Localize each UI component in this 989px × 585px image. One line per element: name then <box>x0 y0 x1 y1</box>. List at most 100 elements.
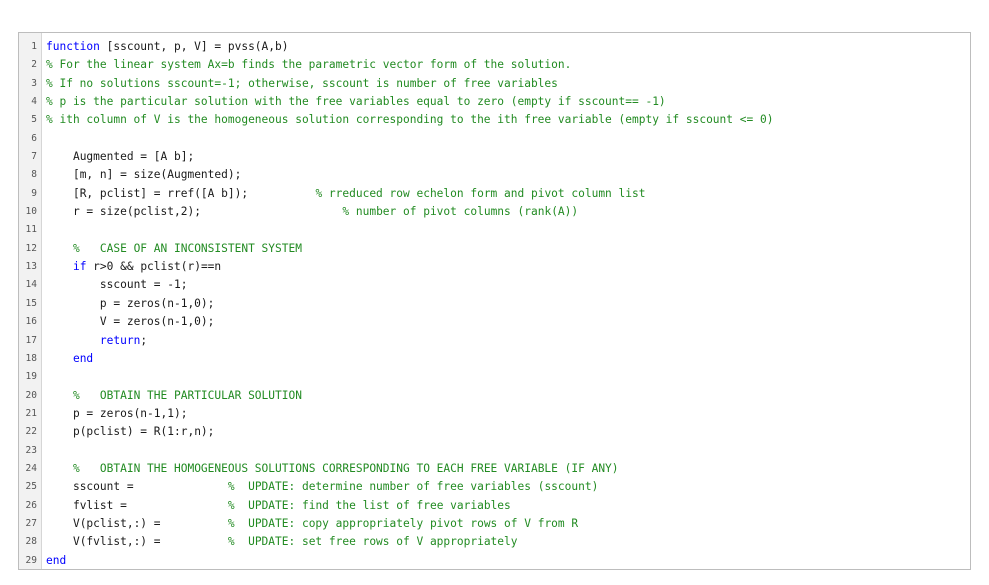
code-statement: [m, n] = size(Augmented); <box>72 168 242 182</box>
code-text: % If no solutions sscount=-1; otherwise,… <box>46 75 558 93</box>
line-number: 10 <box>25 206 37 218</box>
code-text: % ith column of V is the homogeneous sol… <box>46 111 773 129</box>
line-number: 14 <box>25 279 37 291</box>
line-number: 18 <box>25 352 37 364</box>
code-comment: % UPDATE: set free rows of V appropriate… <box>227 535 518 549</box>
code-line[interactable]: 16 V = zeros(n-1,0); <box>19 313 970 331</box>
line-number: 16 <box>25 316 37 328</box>
code-gap <box>127 499 228 512</box>
line-number: 26 <box>25 499 37 511</box>
code-line[interactable]: 15 p = zeros(n-1,0); <box>19 295 970 313</box>
code-indent <box>46 535 73 548</box>
code-gap <box>201 205 342 218</box>
code-line[interactable]: 28 V(fvlist,:) = % UPDATE: set free rows… <box>19 533 970 551</box>
code-statement: sscount = <box>72 480 134 494</box>
code-text: fvlist = % UPDATE: find the list of free… <box>46 497 511 515</box>
code-indent <box>46 499 73 512</box>
code-text: return; <box>46 332 147 350</box>
line-number: 28 <box>25 536 37 548</box>
code-statement: p = zeros(n-1,0); <box>99 296 215 310</box>
code-line[interactable]: 13 if r>0 && pclist(r)==n <box>19 258 970 276</box>
code-keyword: end <box>46 553 67 567</box>
code-comment: % UPDATE: determine number of free varia… <box>227 480 599 494</box>
code-line[interactable]: 26 fvlist = % UPDATE: find the list of f… <box>19 497 970 515</box>
code-comment: % OBTAIN THE HOMOGENEOUS SOLUTIONS CORRE… <box>72 461 619 475</box>
code-indent <box>46 297 100 310</box>
code-statement: sscount = -1; <box>99 278 188 292</box>
code-text: [R, pclist] = rref([A b]); % rreduced ro… <box>46 185 646 203</box>
code-indent <box>46 242 73 255</box>
code-text: r = size(pclist,2); % number of pivot co… <box>46 203 578 221</box>
code-line[interactable]: 25 sscount = % UPDATE: determine number … <box>19 478 970 496</box>
code-line[interactable]: 11 <box>19 221 970 239</box>
code-line[interactable]: 18 end <box>19 350 970 368</box>
line-number: 25 <box>25 481 37 493</box>
code-statement: V(pclist,:) = <box>72 516 161 530</box>
code-line[interactable]: 8 [m, n] = size(Augmented); <box>19 166 970 184</box>
code-text: % CASE OF AN INCONSISTENT SYSTEM <box>46 240 302 258</box>
code-comment: % CASE OF AN INCONSISTENT SYSTEM <box>72 241 302 255</box>
code-line[interactable]: 6 <box>19 130 970 148</box>
code-text: [m, n] = size(Augmented); <box>46 166 241 184</box>
code-text: p = zeros(n-1,1); <box>46 405 188 423</box>
code-line[interactable]: 19 <box>19 368 970 386</box>
code-text: function [sscount, p, V] = pvss(A,b) <box>46 38 288 56</box>
line-number: 22 <box>25 426 37 438</box>
code-gap <box>161 535 228 548</box>
code-indent <box>46 187 73 200</box>
line-number: 9 <box>31 187 37 199</box>
code-gap <box>248 187 315 200</box>
line-number: 19 <box>25 371 37 383</box>
code-text: p(pclist) = R(1:r,n); <box>46 423 214 441</box>
line-number: 15 <box>25 297 37 309</box>
code-indent <box>46 334 100 347</box>
code-line[interactable]: 10 r = size(pclist,2); % number of pivot… <box>19 203 970 221</box>
code-comment: % If no solutions sscount=-1; otherwise,… <box>46 76 558 90</box>
code-line[interactable]: 4% p is the particular solution with the… <box>19 93 970 111</box>
line-number: 6 <box>31 132 37 144</box>
code-text: p = zeros(n-1,0); <box>46 295 215 313</box>
code-indent <box>46 407 73 420</box>
code-line[interactable]: 5% ith column of V is the homogeneous so… <box>19 111 970 129</box>
code-text: V = zeros(n-1,0); <box>46 313 215 331</box>
code-indent <box>46 517 73 530</box>
line-number: 11 <box>25 224 37 236</box>
line-number: 21 <box>25 407 37 419</box>
line-number: 8 <box>31 169 37 181</box>
code-line[interactable]: 12 % CASE OF AN INCONSISTENT SYSTEM <box>19 240 970 258</box>
code-line[interactable]: 20 % OBTAIN THE PARTICULAR SOLUTION <box>19 387 970 405</box>
code-text: % OBTAIN THE PARTICULAR SOLUTION <box>46 387 302 405</box>
code-indent <box>46 352 73 365</box>
code-line[interactable]: 2% For the linear system Ax=b finds the … <box>19 56 970 74</box>
code-statement: [R, pclist] = rref([A b]); <box>72 186 249 200</box>
code-line[interactable]: 22 p(pclist) = R(1:r,n); <box>19 423 970 441</box>
code-keyword: function <box>46 40 100 53</box>
code-comment: % For the linear system Ax=b finds the p… <box>46 58 572 72</box>
code-line[interactable]: 7 Augmented = [A b]; <box>19 148 970 166</box>
code-line[interactable]: 3% If no solutions sscount=-1; otherwise… <box>19 75 970 93</box>
code-indent <box>46 260 73 273</box>
code-line[interactable]: 27 V(pclist,:) = % UPDATE: copy appropri… <box>19 515 970 533</box>
code-line[interactable]: 23 <box>19 442 970 460</box>
code-keyword: end <box>72 351 94 365</box>
code-statement: [sscount, p, V] = pvss(A,b) <box>99 40 289 53</box>
code-indent <box>46 315 100 328</box>
code-line[interactable]: 21 p = zeros(n-1,1); <box>19 405 970 423</box>
code-text: if r>0 && pclist(r)==n <box>46 258 221 276</box>
code-comment: % p is the particular solution with the … <box>46 95 666 109</box>
code-line[interactable]: 9 [R, pclist] = rref([A b]); % rreduced … <box>19 185 970 203</box>
code-line[interactable]: 24 % OBTAIN THE HOMOGENEOUS SOLUTIONS CO… <box>19 460 970 478</box>
line-number: 20 <box>25 389 37 401</box>
code-text: % p is the particular solution with the … <box>46 93 666 111</box>
code-line[interactable]: 17 return; <box>19 332 970 350</box>
code-statement: Augmented = [A b]; <box>72 150 195 164</box>
code-text: % OBTAIN THE HOMOGENEOUS SOLUTIONS CORRE… <box>46 460 619 478</box>
code-line[interactable]: 14 sscount = -1; <box>19 276 970 294</box>
line-number: 13 <box>25 261 37 273</box>
code-indent <box>46 462 73 475</box>
code-indent <box>46 278 100 291</box>
line-number: 12 <box>25 242 37 254</box>
